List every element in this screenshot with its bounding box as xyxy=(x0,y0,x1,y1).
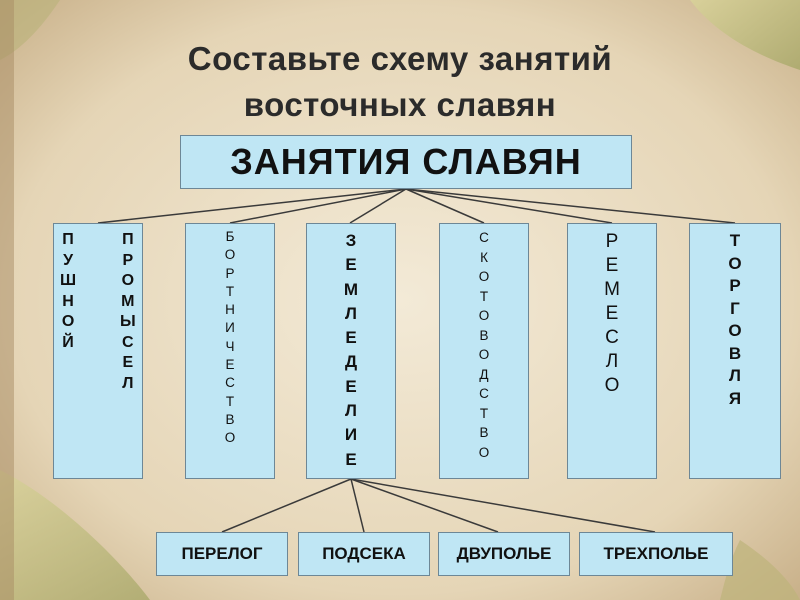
vertical-letter: В xyxy=(225,411,235,427)
vertical-letter: Т xyxy=(479,405,489,421)
vertical-letter: З xyxy=(345,231,357,250)
farming-box-perelog: ПЕРЕЛОГ xyxy=(156,532,288,576)
vertical-letter: Я xyxy=(728,388,742,408)
vertical-letter: О xyxy=(224,247,236,263)
vertical-letter: Е xyxy=(605,303,619,324)
leaf-decoration-top-right xyxy=(690,0,800,70)
vertical-letter: О xyxy=(604,375,620,396)
farming-box-trekhpolie: ТРЕХПОЛЬЕ xyxy=(579,532,733,576)
vertical-letter: С xyxy=(479,230,489,245)
vertical-letter: К xyxy=(480,249,488,265)
vertical-letter: Р xyxy=(605,231,619,252)
vertical-letter: М xyxy=(604,279,620,300)
vertical-letter: Е xyxy=(225,357,235,373)
vertical-letter: Г xyxy=(730,298,740,318)
vertical-letter: Ы xyxy=(120,313,136,330)
vertical-letter: Ч xyxy=(225,338,235,354)
vertical-letter: С xyxy=(479,386,489,401)
vertical-letter: П xyxy=(122,231,134,248)
vertical-letter: У xyxy=(63,251,74,269)
vertical-letter: Р xyxy=(122,251,134,269)
vertical-letter: Е xyxy=(345,328,357,348)
vertical-letter: О xyxy=(224,430,236,446)
vertical-letter: Т xyxy=(479,288,489,304)
vertical-letter: О xyxy=(478,347,490,362)
vertical-letter: Е xyxy=(345,255,357,275)
vertical-letter: М xyxy=(121,292,135,310)
farming-box-dvupolie: ДВУПОЛЬЕ xyxy=(438,532,570,576)
vertical-letter: Р xyxy=(729,276,741,295)
vertical-letter: Н xyxy=(225,302,235,318)
leaf-decoration-bottom-right xyxy=(720,540,800,600)
slide-title-line-1: Составьте схему занятий xyxy=(187,40,613,77)
farming-box-podseka: ПОДСЕКА xyxy=(298,532,430,576)
vertical-letter: М xyxy=(343,279,359,299)
vertical-letter: В xyxy=(479,327,489,343)
vertical-letter: Д xyxy=(479,366,489,382)
vertical-letter: Е xyxy=(122,354,134,371)
vertical-letter: Л xyxy=(345,401,357,421)
vertical-letter: Й xyxy=(62,333,74,351)
vertical-letter: Л xyxy=(122,374,134,392)
vertical-letter: В xyxy=(479,425,489,440)
vertical-letter: Л xyxy=(729,366,741,385)
vertical-letter: О xyxy=(478,308,490,323)
vertical-letter: Е xyxy=(345,376,357,396)
leaf-decoration-top-left xyxy=(0,0,60,60)
vertical-letter: Л xyxy=(345,303,357,323)
vertical-letter: О xyxy=(728,253,742,273)
root-node-slavic-occupations: ЗАНЯТИЯ СЛАВЯН xyxy=(180,135,632,189)
vertical-letter: Т xyxy=(225,393,235,409)
vertical-letter: Е xyxy=(605,255,619,276)
vertical-letter: О xyxy=(478,269,490,284)
vertical-letter: С xyxy=(605,327,619,348)
vertical-letter: Л xyxy=(605,351,619,372)
leaf-decoration-bottom-left xyxy=(0,470,150,600)
vertical-letter: О xyxy=(728,321,742,340)
vertical-letter: Ш xyxy=(60,272,77,289)
vertical-letter: Б xyxy=(225,229,235,244)
vertical-letter: И xyxy=(344,425,358,445)
vertical-letter: О xyxy=(121,272,135,289)
vertical-letter: Н xyxy=(62,292,74,310)
vertical-letter: В xyxy=(728,343,742,363)
vertical-letter: Т xyxy=(729,231,741,250)
vertical-letter: О xyxy=(61,313,75,330)
vertical-letter: П xyxy=(62,231,74,248)
vertical-letter: С xyxy=(122,333,134,351)
vertical-letter: Е xyxy=(345,449,357,469)
vertical-letter: Д xyxy=(344,352,358,372)
vertical-letter: Т xyxy=(225,283,235,299)
vertical-letter: О xyxy=(478,444,490,460)
vertical-letter: И xyxy=(225,320,235,336)
slide-title-line-2: восточных славян xyxy=(243,86,557,123)
vertical-letter: Р xyxy=(225,265,235,281)
vertical-letter: С xyxy=(225,375,235,391)
